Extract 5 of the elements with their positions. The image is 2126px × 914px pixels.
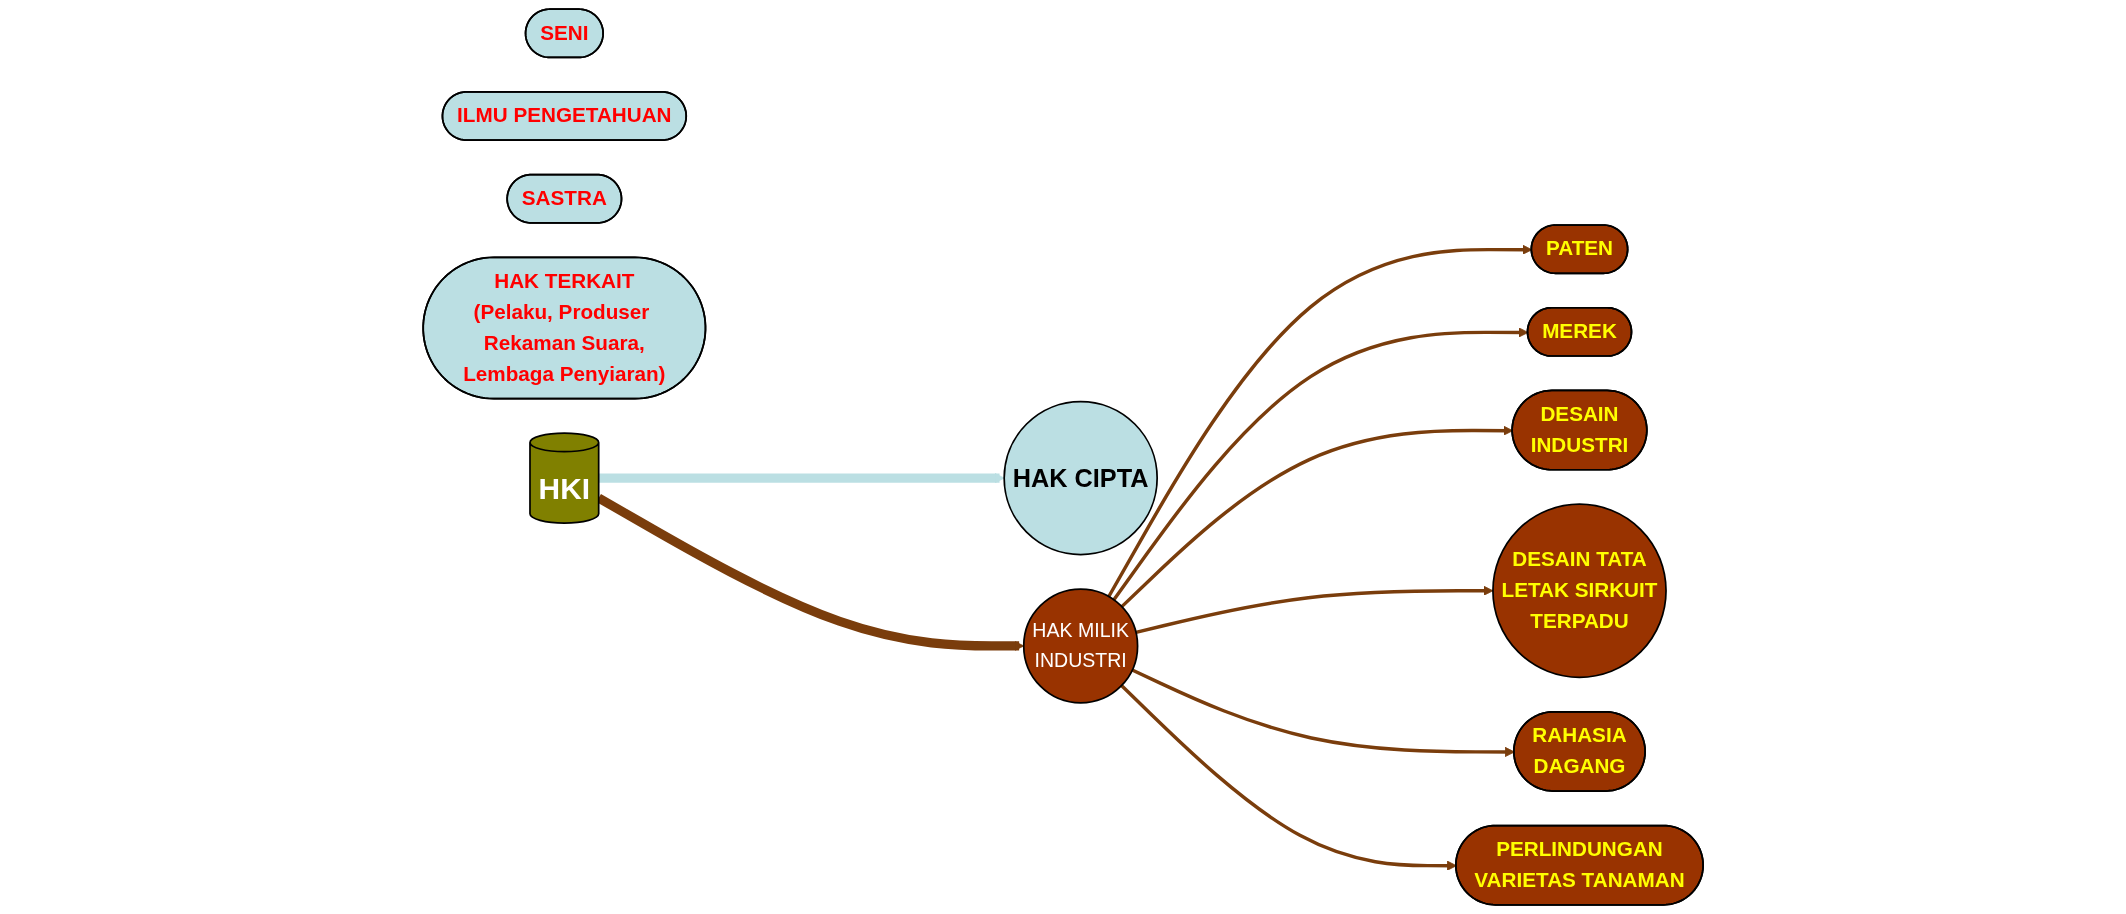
arrow: [598, 473, 1005, 484]
arrow: [1120, 684, 1457, 871]
node-circle: HAK MILIK INDUSTRI: [1022, 588, 1139, 704]
node-circle: HAK CIPTA: [1003, 400, 1158, 556]
node-circle: DESAIN TATA LETAK SIRKUIT TERPADU: [1491, 503, 1667, 679]
